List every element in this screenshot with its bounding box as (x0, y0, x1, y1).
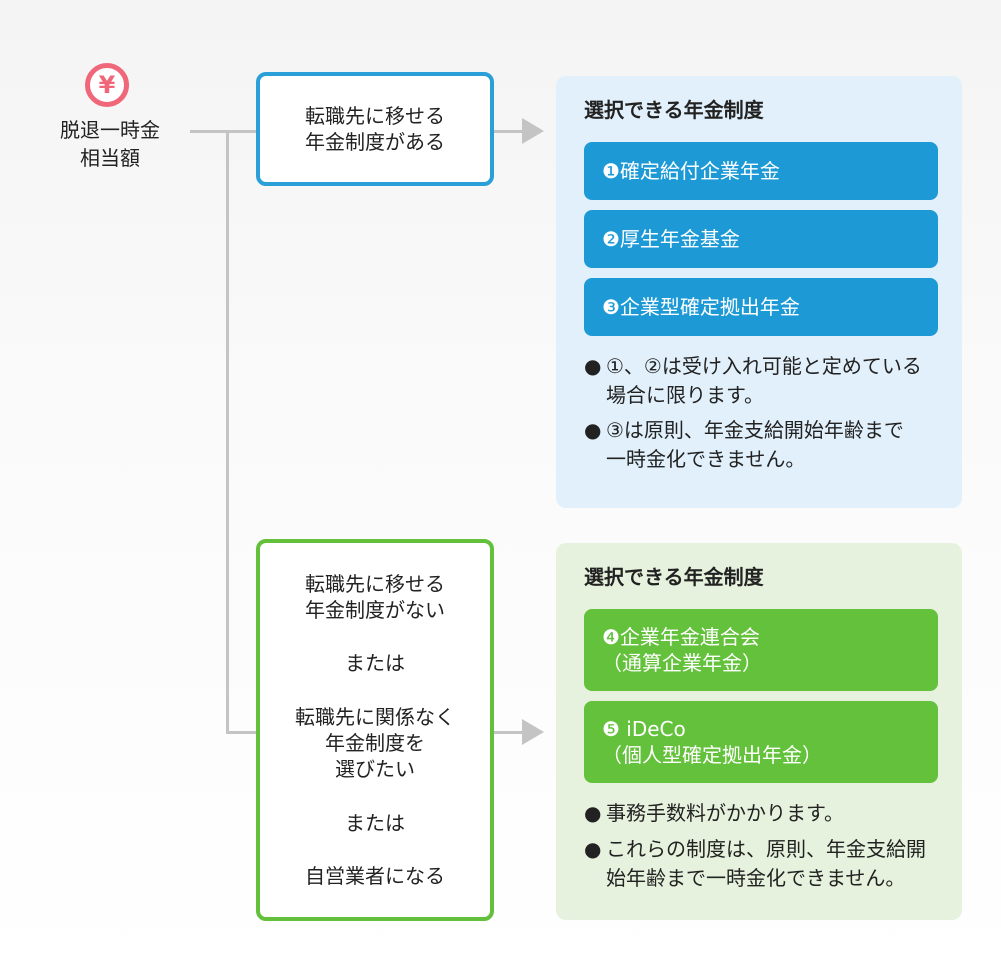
plan-ideco-line1: ❺ iDeCo (602, 717, 686, 741)
condition-option-1: 転職先に移せる 年金制度がない (305, 571, 445, 623)
plan-pension-association: ❹企業年金連合会 （通算企業年金） (584, 609, 938, 691)
source-label-line2: 相当額 (80, 146, 140, 170)
panel-bottom-note-1: ● 事務手数料がかかります。 (584, 799, 954, 828)
arrow-bottom-icon (522, 719, 544, 745)
note-line: ①、②は受け入れ可能と定めている (606, 354, 922, 378)
panel-top-title: 選択できる年金制度 (584, 98, 764, 122)
condition-option-2-line1: 転職先に関係なく (295, 704, 455, 729)
note-line: 始年齢まで一時金化できません。 (606, 866, 906, 890)
panel-top-note-2: ● ③は原則、年金支給開始年齢まで 一時金化できません。 (584, 416, 954, 474)
arrow-bottom-shaft (494, 731, 522, 734)
note-line: これらの制度は、原則、年金支給開 (606, 837, 926, 861)
condition-option-2: 転職先に関係なく 年金制度を 選びたい (295, 704, 455, 782)
source-label-line1: 脱退一時金 (60, 118, 160, 142)
note-line: ③は原則、年金支給開始年齢まで (606, 418, 904, 442)
plan-pension-association-line1: ❹企業年金連合会 (602, 625, 760, 649)
bullet-icon: ● (584, 837, 602, 861)
bullet-icon: ● (584, 801, 602, 825)
condition-or-1: または (345, 651, 405, 676)
plan-pension-fund-label: ❷厚生年金基金 (602, 227, 740, 251)
condition-top-line1: 転職先に移せる (305, 104, 445, 128)
condition-option-3: 自営業者になる (305, 864, 445, 889)
plan-defined-benefit: ❶確定給付企業年金 (584, 142, 938, 200)
connector-vertical (226, 130, 229, 734)
condition-option-2-line2: 年金制度を (325, 730, 425, 755)
condition-option-1-line1: 転職先に移せる (305, 571, 445, 596)
arrow-top-shaft (494, 130, 522, 133)
condition-option-2-line3: 選びたい (335, 756, 415, 781)
plan-corporate-dc: ❸企業型確定拠出年金 (584, 278, 938, 336)
plan-defined-benefit-label: ❶確定給付企業年金 (602, 159, 780, 183)
condition-top-line2: 年金制度がある (305, 130, 445, 154)
plan-pension-association-line2: （通算企業年金） (602, 651, 762, 675)
plan-corporate-dc-label: ❸企業型確定拠出年金 (602, 295, 800, 319)
yen-icon: ¥ (85, 63, 129, 107)
pension-panel-bottom: 選択できる年金制度 ❹企業年金連合会 （通算企業年金） ❺ iDeCo （個人型… (556, 543, 962, 920)
note-line: 場合に限ります。 (606, 383, 764, 407)
panel-top-note-1: ● ①、②は受け入れ可能と定めている 場合に限ります。 (584, 352, 954, 410)
note-line: 一時金化できません。 (606, 447, 806, 471)
plan-ideco-line2: （個人型確定拠出年金） (602, 743, 822, 767)
plan-ideco: ❺ iDeCo （個人型確定拠出年金） (584, 701, 938, 783)
panel-bottom-note-2: ● これらの制度は、原則、年金支給開 始年齢まで一時金化できません。 (584, 835, 954, 893)
condition-box-bottom: 転職先に移せる 年金制度がない または 転職先に関係なく 年金制度を 選びたい … (256, 539, 494, 921)
connector-source (190, 130, 256, 133)
connector-bottom (226, 731, 256, 734)
bullet-icon: ● (584, 354, 602, 378)
bullet-icon: ● (584, 418, 602, 442)
condition-option-1-line2: 年金制度がない (305, 597, 445, 622)
note-line: 事務手数料がかかります。 (606, 801, 844, 825)
pension-panel-top: 選択できる年金制度 ❶確定給付企業年金 ❷厚生年金基金 ❸企業型確定拠出年金 ●… (556, 76, 962, 508)
plan-pension-fund: ❷厚生年金基金 (584, 210, 938, 268)
condition-box-top: 転職先に移せる 年金制度がある (256, 72, 494, 186)
condition-or-2: または (345, 810, 405, 835)
source-label: 脱退一時金 相当額 (40, 116, 180, 172)
panel-bottom-title: 選択できる年金制度 (584, 565, 764, 589)
arrow-top-icon (522, 118, 544, 144)
